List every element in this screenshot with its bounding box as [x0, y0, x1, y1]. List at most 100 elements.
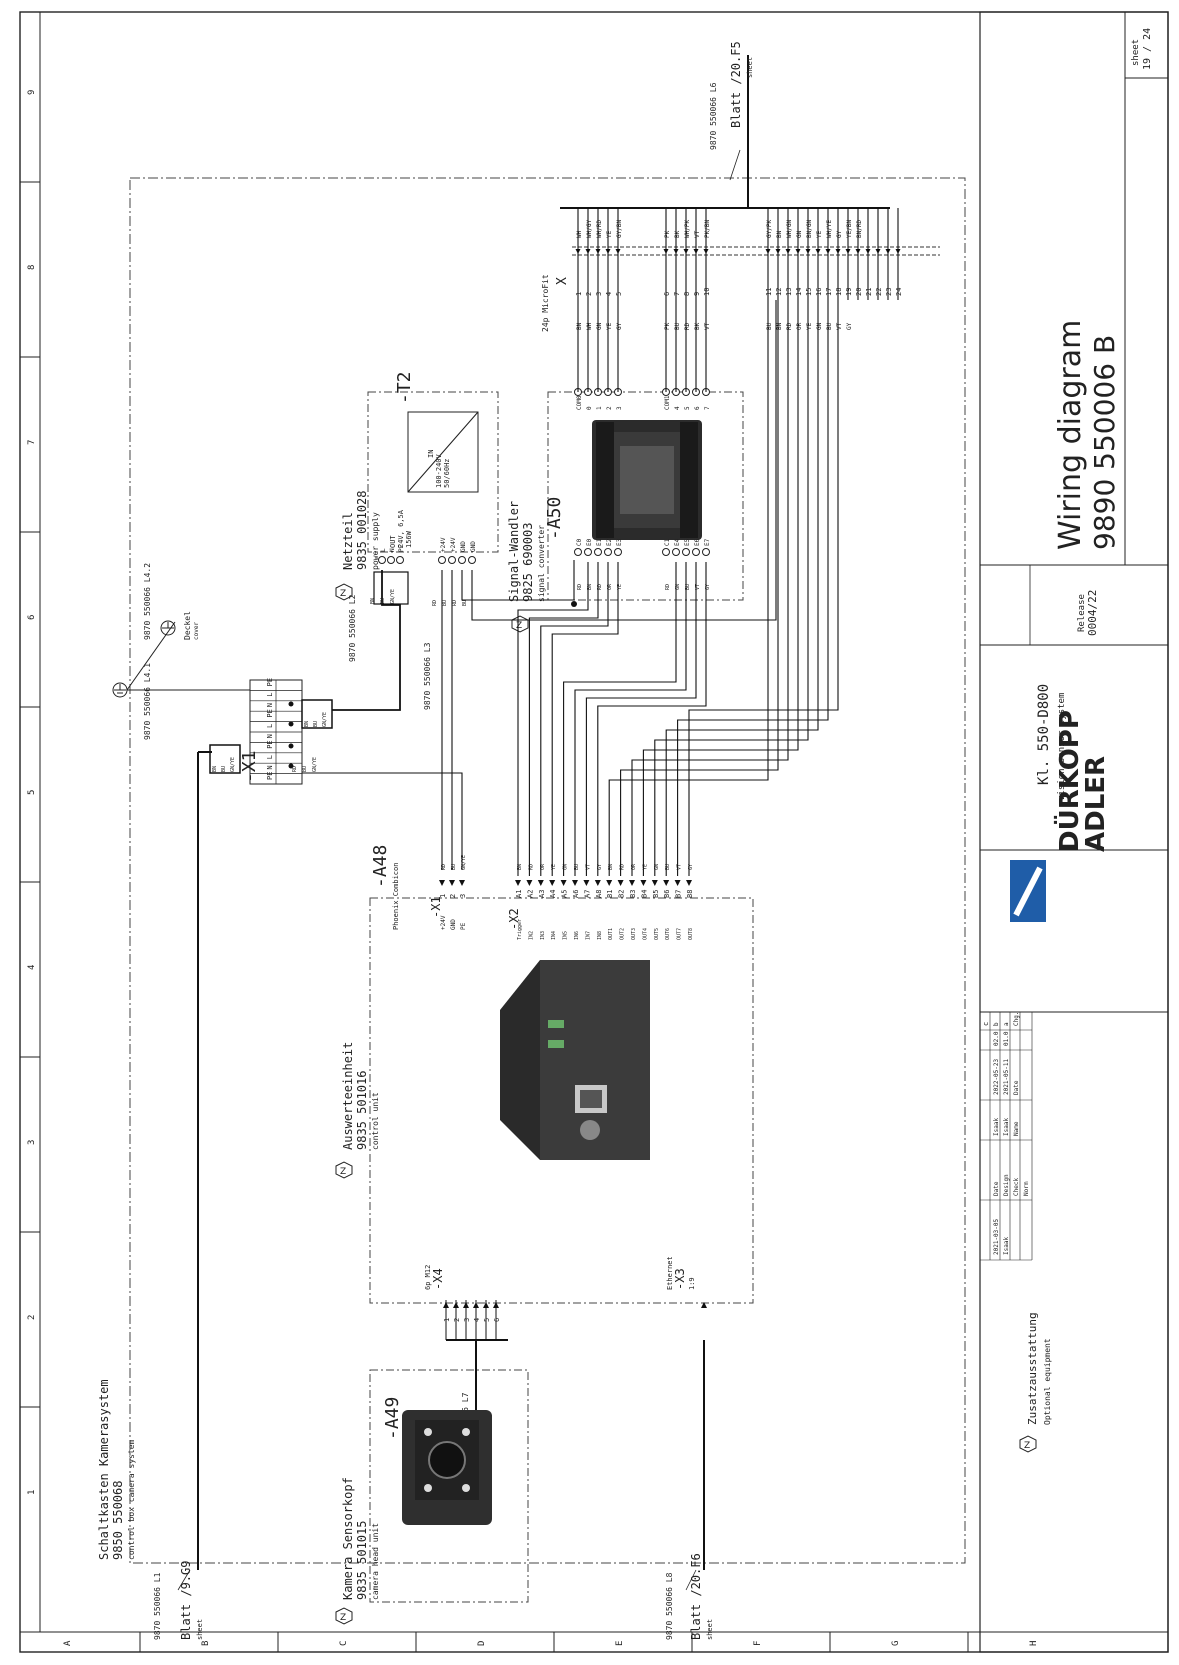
- l8-sheet-sub: sheet: [706, 1619, 714, 1640]
- a48-x2-label-group: OUT7: [677, 928, 683, 940]
- x-right-color-group: YE: [606, 230, 613, 238]
- zone-letter-A-group: A: [63, 1640, 73, 1646]
- x-right-color-group: WH: [576, 230, 583, 238]
- zone-number-7-group: 7: [27, 440, 37, 445]
- a48-x1-pin-mark: [449, 880, 455, 886]
- x-left-color-group: GY: [616, 322, 623, 330]
- release-group: Release 0004/22: [1077, 590, 1099, 636]
- x1-right-color: GN/YE: [322, 712, 328, 727]
- l8-cable: [685, 1340, 705, 1591]
- rev-a: Isaak: [1003, 1118, 1010, 1136]
- a50-bot-pin-label: E3: [616, 538, 623, 546]
- rev-head-group: Chg.: [1013, 1012, 1020, 1026]
- x-right-color: GY/BN: [616, 220, 623, 238]
- x-right-color-group: BN: [776, 230, 783, 238]
- a48-sub: control unit: [371, 1092, 380, 1150]
- a50-bot-color: RD: [577, 584, 583, 590]
- a50-top-pin-label: 5: [684, 406, 691, 410]
- rev-a: 2021-05-11: [1003, 1058, 1010, 1095]
- a48-x2-color-group: YE: [551, 864, 557, 870]
- x-right-color-group: WH/GY: [586, 220, 593, 238]
- a49-tag: -A49: [382, 1397, 403, 1440]
- l42-text: 9870 550066 L4.2: [143, 563, 152, 640]
- x-pin-mark: [595, 249, 601, 254]
- x-pin-number-group: 7: [673, 292, 681, 296]
- a48-x2-label: IN4: [551, 931, 557, 940]
- a48-x4-pin-mark: [473, 1302, 479, 1308]
- a48-x2-pin: A6: [572, 890, 580, 898]
- x-pin-number-group: 19: [845, 288, 853, 296]
- x-pin-number: 9: [693, 292, 701, 296]
- rev-b: 02.0: [993, 1031, 1000, 1046]
- a50-top-pin-label: 2: [606, 406, 613, 410]
- a50-bot-pin-label: C0: [576, 538, 583, 546]
- t2-right-color-group: BU: [462, 600, 468, 606]
- x-left-color: GY: [616, 322, 623, 330]
- a48-x2-color: RD: [528, 864, 534, 870]
- a50-bot-color: YE: [617, 584, 623, 590]
- a48-x2-color: GN: [563, 864, 569, 870]
- a48-x2-pin: B4: [640, 890, 648, 898]
- x1-tag: -X1: [239, 750, 260, 783]
- x-pin-number: 17: [825, 288, 833, 296]
- a48-x1-pin-mark: [459, 880, 465, 886]
- a50-bot-pin-label: E6: [694, 538, 701, 546]
- x-pin-mark: [765, 249, 771, 254]
- a48-x2-pin: A3: [538, 890, 546, 898]
- l8-sheet-group: Blatt /20.F6 sheet: [689, 1553, 714, 1640]
- x1-term-label-group: PE: [266, 772, 274, 780]
- x-pin-number: 5: [615, 292, 623, 296]
- a48-x2-pin-group: B1: [606, 890, 614, 898]
- t2-pin-out: [468, 556, 476, 564]
- a48-x4-pin-group: 1: [443, 1318, 451, 1322]
- a48-x4-pin-mark: [453, 1302, 459, 1308]
- x-left-color: WH: [586, 322, 593, 330]
- a50-title: Signal-Wandler 9825 690003 signal conver…: [507, 501, 546, 602]
- x1-right-color-group: GN/YE: [322, 712, 328, 727]
- x-right-color: YE: [816, 230, 823, 238]
- x-pin-mark: [575, 249, 581, 254]
- x-right-color-group: WH/YE: [826, 220, 833, 238]
- x1-term-label-group: L: [266, 755, 274, 759]
- x-pin-number-group: 2: [585, 292, 593, 296]
- a48-x1-label-group: GND: [450, 919, 457, 930]
- a50-top-pin-label: 6: [694, 406, 701, 410]
- t2-pin-in: [396, 556, 404, 564]
- x-right-color: GN: [796, 230, 803, 238]
- x-left-color: BU: [766, 322, 773, 330]
- rev-b-group: 02.0: [993, 1031, 1000, 1046]
- x-pin-number: 3: [595, 292, 603, 296]
- a48-x4-pin-group: 5: [483, 1318, 491, 1322]
- l1-sheet-group: Blatt /9.G9 sheet: [179, 1561, 204, 1640]
- x-pin-number-group: 6: [663, 292, 671, 296]
- a48-x2-color: OR: [540, 863, 546, 870]
- x1-term-label: L: [266, 724, 274, 728]
- x-pin-number-group: 22: [875, 288, 883, 296]
- zone-number-2: 2: [27, 1315, 37, 1320]
- rev-c: c: [982, 1022, 990, 1026]
- a48-x2-color: RD: [620, 864, 626, 870]
- wire-a50-a48: [540, 562, 609, 876]
- l3-text: 9870 550066 L3: [423, 642, 432, 710]
- a48-x2-pin-group: A1: [515, 890, 523, 898]
- x-left-color: VT: [704, 322, 711, 330]
- t2-left-color-group: BU: [380, 598, 386, 604]
- t2-in3: 50/60Hz: [443, 458, 451, 488]
- x-left-color: PK: [664, 322, 671, 330]
- a48-x2-pin-mark: [651, 880, 658, 886]
- x-pin-number-group: 24: [895, 288, 903, 296]
- a50-z-marker: Z: [511, 615, 529, 633]
- a48-x2-label-group: Trigger: [517, 919, 523, 940]
- a48-x2-label-group: IN4: [551, 931, 557, 940]
- wire-x1-pe: [302, 772, 463, 870]
- a50-sub: signal converter: [537, 525, 546, 602]
- x-pin-mark: [805, 249, 811, 254]
- l6-cable: [560, 55, 890, 209]
- a50-bot-color-group: BN: [587, 584, 593, 590]
- kl-group: Kl. 550-D800 vision sensor system: [1036, 684, 1067, 801]
- x-right-color-group: WH/RD: [596, 220, 603, 238]
- x-left-color: GN: [596, 322, 603, 330]
- a48-x2-label: IN7: [585, 931, 591, 940]
